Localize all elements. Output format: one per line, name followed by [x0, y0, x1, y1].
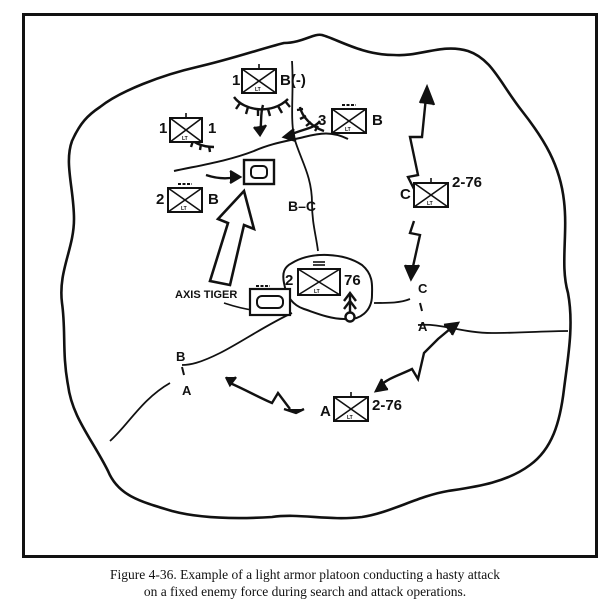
boundary-ba-bottom-label: A: [182, 383, 192, 398]
boundary-line-east: [373, 298, 569, 334]
unit-bottom-prefix: A: [320, 403, 331, 420]
unit-mid-left-number: 2: [156, 191, 164, 208]
figure-caption: Figure 4-36. Example of a light armor pl…: [0, 566, 610, 600]
unit-center-marker: LT: [314, 289, 320, 295]
unit-upper-right-marker: LT: [345, 127, 351, 133]
boundary-b-c-line: [291, 60, 319, 252]
central-terrain-feature: [282, 253, 374, 321]
unit-right-designation: 2-76: [452, 174, 482, 191]
unit-top-designation: B(-): [280, 72, 306, 89]
unit-upper-right-number: 3: [318, 112, 326, 129]
unit-upper-left-marker: LT: [182, 136, 188, 142]
movement-arrows: [205, 83, 461, 415]
enemy-vehicle-symbol: [248, 285, 292, 317]
unit-bottom-designation: 2-76: [372, 397, 402, 414]
boundary-ca-bottom-label: A: [418, 319, 428, 334]
unit-symbol-center: 2 LT 76: [285, 261, 361, 296]
unit-mid-left-designation: B: [208, 191, 219, 208]
unit-center-number: 2: [285, 272, 293, 289]
ridge-line: [173, 132, 349, 172]
observation-post-symbol: [343, 291, 357, 323]
boundary-ca-top-label: C: [418, 281, 428, 296]
caption-line-1: Figure 4-36. Example of a light armor pl…: [110, 567, 500, 582]
unit-symbol-bottom: A LT 2-76: [320, 392, 402, 422]
unit-right-marker: LT: [427, 201, 433, 207]
unit-mid-left-marker: LT: [181, 206, 187, 212]
unit-top-number: 1: [232, 72, 240, 89]
area-of-operations-boundary: [60, 33, 572, 520]
caption-line-2: on a fixed enemy force during search and…: [143, 584, 467, 599]
unit-symbol-top: 1 LT B(-): [232, 64, 306, 94]
figure-frame: 1 LT B(-) 1 LT 1 3 LT B 2 LT B 2: [22, 13, 598, 558]
unit-upper-left-number: 1: [159, 120, 167, 137]
unit-symbol-upper-left: 1 LT 1: [159, 113, 216, 143]
unit-upper-left-designation: 1: [208, 120, 216, 137]
boundary-line-west: [109, 312, 293, 442]
unit-center-designation: 76: [344, 272, 361, 289]
main-attack-arrow: [208, 188, 256, 287]
objective-marker: [242, 158, 276, 186]
unit-symbol-mid-left: 2 LT B: [156, 183, 219, 213]
unit-right-prefix: C: [400, 186, 411, 203]
axis-tiger-label: AXIS TIGER: [175, 289, 237, 301]
unit-symbol-upper-right: 3 LT B: [318, 104, 383, 134]
boundary-ba-top-label: B: [176, 349, 185, 364]
unit-bottom-marker: LT: [347, 415, 353, 421]
unit-top-marker: LT: [255, 87, 261, 93]
unit-upper-right-designation: B: [372, 112, 383, 129]
operations-diagram: 1 LT B(-) 1 LT 1 3 LT B 2 LT B 2: [22, 13, 598, 558]
boundary-bc-label: B–C: [288, 198, 316, 214]
boundary-ticks: [181, 302, 423, 376]
unit-symbol-right: C LT 2-76: [400, 174, 482, 208]
